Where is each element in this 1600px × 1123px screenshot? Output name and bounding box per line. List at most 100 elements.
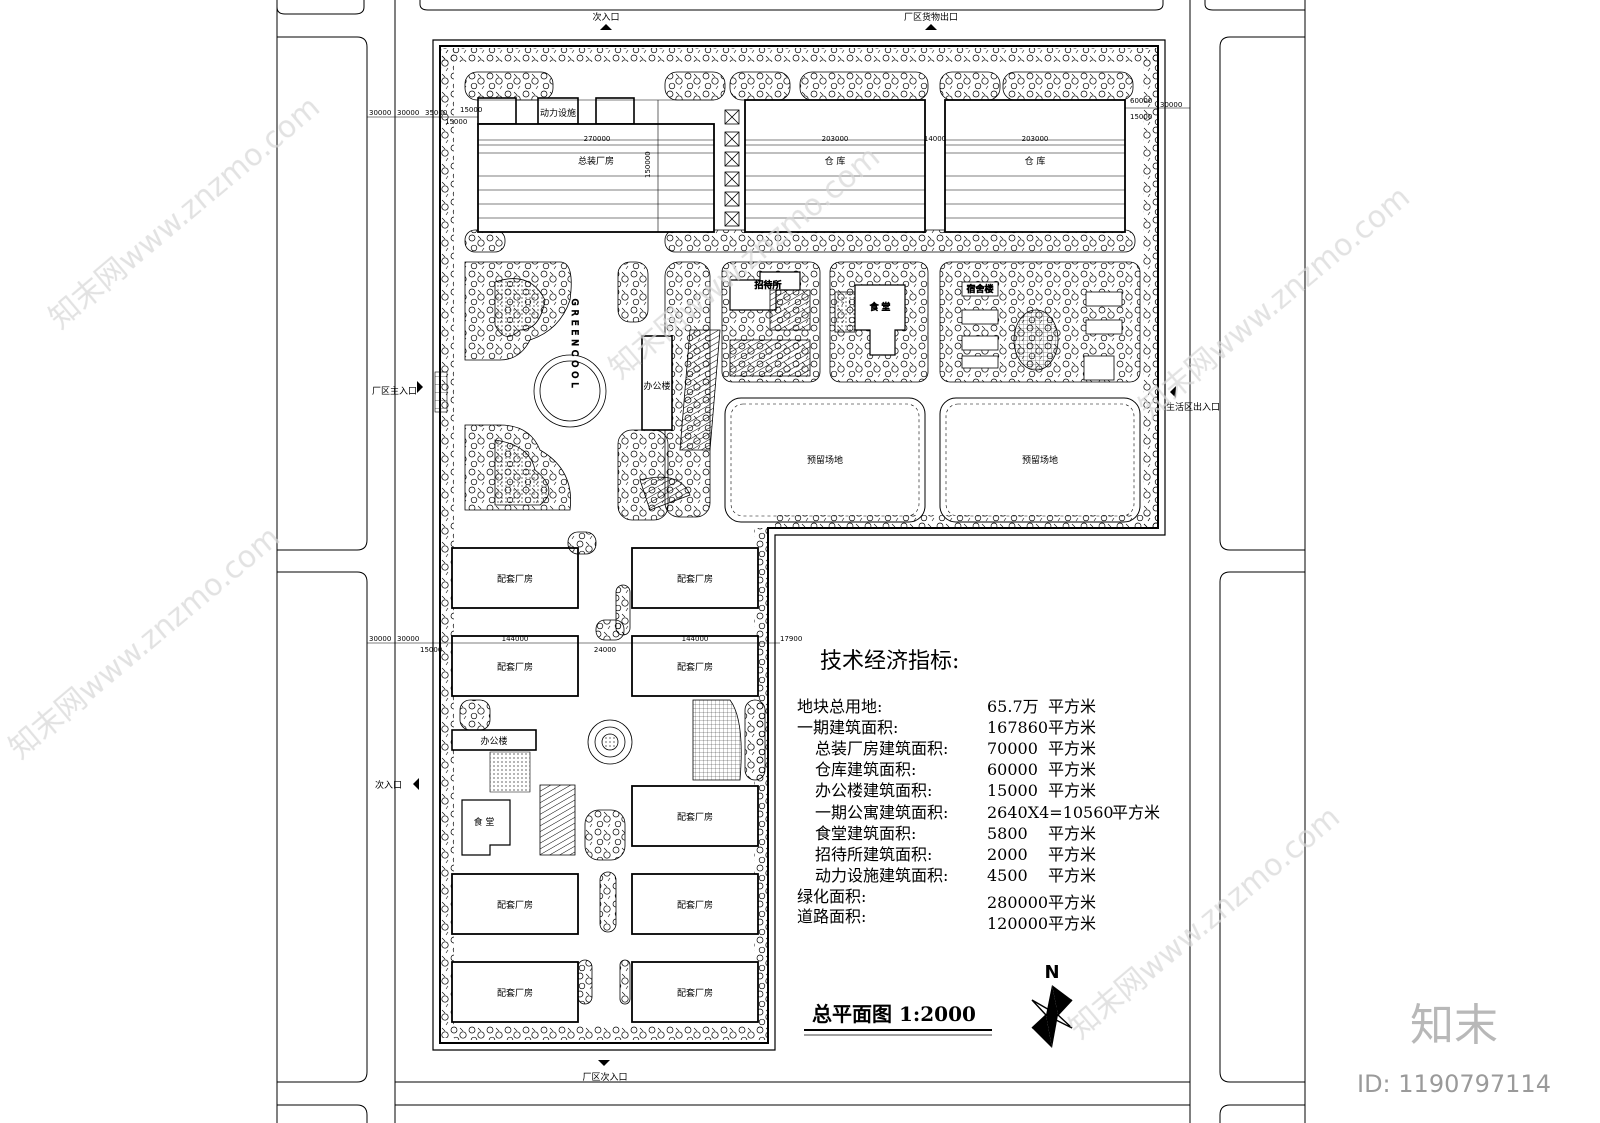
support-factory-label: 配套厂房 xyxy=(497,661,533,673)
plan-title-text: 总平面图 1:2000 xyxy=(812,1002,976,1026)
indicator-label: 一期建筑面积: xyxy=(797,718,898,737)
indicator-label: 绿化面积: xyxy=(797,887,866,906)
indicator-label: 地块总用地: xyxy=(797,697,882,716)
canteen-north-block: 食 堂 xyxy=(829,261,929,383)
dim-label: 15000 xyxy=(420,646,442,654)
assembly-hall: 总装厂房 xyxy=(477,99,715,233)
support-factory-label: 配套厂房 xyxy=(677,987,713,999)
support-factory-label: 配套厂房 xyxy=(677,661,713,673)
west-garden: GREENCOOL xyxy=(464,261,721,521)
dim-label: 15000 xyxy=(445,118,467,126)
top-goods-exit: 厂区货物出口 xyxy=(904,11,958,23)
indicator-label: 食堂建筑面积: xyxy=(815,824,916,843)
support-factory-label: 配套厂房 xyxy=(497,573,533,585)
indicator-label: 动力设施建筑面积: xyxy=(815,866,948,885)
indicator-value: 280000 xyxy=(987,893,1048,912)
support-factory-label: 配套厂房 xyxy=(677,811,713,823)
canteen-south: 食 堂 xyxy=(461,799,511,856)
support-factory: 配套厂房 xyxy=(631,547,759,609)
indicator-unit: 平方米 xyxy=(1048,893,1096,912)
support-factory-label: 配套厂房 xyxy=(497,987,533,999)
canteen-north-label: 食 堂 xyxy=(870,301,891,313)
support-factory: 配套厂房 xyxy=(631,961,759,1023)
dim-label: 30000 xyxy=(369,109,391,117)
main-entrance: 厂区主入口 xyxy=(372,385,417,397)
dimension-lines-south: 30000 30000 15000 144000 24000 144000 17… xyxy=(367,635,802,654)
dim-label: 35000 xyxy=(425,109,447,117)
indicator-row: 食堂建筑面积: 5800 平方米 xyxy=(815,824,1096,843)
support-factory-label: 配套厂房 xyxy=(677,573,713,585)
dim-label: 15000 xyxy=(460,106,482,114)
support-factory: 配套厂房 xyxy=(451,961,579,1023)
indicator-row: 仓库建筑面积: 60000 平方米 xyxy=(815,760,1096,779)
greencool-sign: GREENCOOL xyxy=(569,299,579,392)
support-factory-label: 配套厂房 xyxy=(677,899,713,911)
indicator-unit: 平方米 xyxy=(1048,697,1096,716)
indicator-row: 地块总用地: 65.7万 平方米 xyxy=(797,697,1096,716)
indicator-row: 招待所建筑面积: 2000 平方米 xyxy=(815,845,1096,864)
dim-label: 30000 xyxy=(369,635,391,643)
indicator-value: 60000 xyxy=(987,760,1038,779)
support-factory: 配套厂房 xyxy=(451,547,579,609)
top-secondary-entrance: 次入口 xyxy=(592,11,619,23)
canteen-south-label: 食 堂 xyxy=(474,816,495,828)
assembly-hall-label: 总装厂房 xyxy=(578,155,614,167)
indicator-label: 道路面积: xyxy=(797,907,866,926)
reserved-site-2: 预留场地 xyxy=(939,397,1141,523)
indicator-value: 4500 xyxy=(987,866,1028,885)
indicator-unit: 平方米 xyxy=(1048,845,1096,864)
indicator-unit: 平方米 xyxy=(1112,803,1160,822)
indicator-value: 2000 xyxy=(987,845,1028,864)
north-label: N xyxy=(1044,962,1059,983)
entrance-markers: 次入口 厂区货物出口 厂区主入口 次入口 生活区出入口 厂区次入口 xyxy=(372,11,1220,1083)
indicator-unit: 平方米 xyxy=(1048,824,1096,843)
dim-label: 144000 xyxy=(502,635,529,643)
indicator-value: 70000 xyxy=(987,739,1038,758)
indicator-label: 招待所建筑面积: xyxy=(815,845,932,864)
living-area-entrance: 生活区出入口 xyxy=(1166,401,1220,413)
dim-label: 30000 xyxy=(1160,101,1182,109)
dim-label: 144000 xyxy=(682,635,709,643)
dim-label: 203000 xyxy=(1022,135,1049,143)
road-network xyxy=(276,0,1306,1123)
indicators-heading: 技术经济指标: xyxy=(820,649,959,674)
dim-label: 30000 xyxy=(397,109,419,117)
dim-label: 24000 xyxy=(594,646,616,654)
indicator-value: 167860 xyxy=(987,718,1048,737)
dimension-labels-top: 30000 30000 35000 15000 15000 270000 203… xyxy=(369,97,1182,178)
bottom-secondary-entrance: 厂区次入口 xyxy=(582,1071,627,1083)
indicator-row: 总装厂房建筑面积: 70000 平方米 xyxy=(815,739,1096,758)
office-south-label: 办公楼 xyxy=(480,735,507,747)
dimension-lines-top xyxy=(367,107,1190,146)
support-factory: 配套厂房 xyxy=(451,873,579,935)
reserved-site-1: 预留场地 xyxy=(724,397,926,523)
power-facility: 动力设施 xyxy=(477,97,635,125)
left-secondary-entrance: 次入口 xyxy=(375,779,402,791)
support-factory: 配套厂房 xyxy=(631,785,759,847)
indicator-unit: 平方米 xyxy=(1048,781,1096,800)
dim-label: 17900 xyxy=(780,635,802,643)
north-arrow: N xyxy=(1031,962,1073,1048)
support-factory: 配套厂房 xyxy=(451,635,579,697)
indicator-row: 一期建筑面积: 167860 平方米 xyxy=(797,718,1096,737)
plan-title: 总平面图 1:2000 xyxy=(804,1002,992,1036)
indicator-label: 总装厂房建筑面积: xyxy=(815,739,948,758)
office-building-north: 办公楼 xyxy=(641,335,673,431)
support-factory: 配套厂房 xyxy=(631,873,759,935)
warehouse-2: 仓 库 xyxy=(944,99,1126,233)
dim-label: 15000 xyxy=(1130,113,1152,121)
indicator-unit: 平方米 xyxy=(1048,760,1096,779)
indicator-label: 办公楼建筑面积: xyxy=(815,781,932,800)
indicator-unit: 平方米 xyxy=(1048,914,1096,933)
indicator-value: 2640X4=10560 xyxy=(987,803,1114,822)
indicator-value: 15000 xyxy=(987,781,1038,800)
dormitory-block: 宿舍楼 xyxy=(939,261,1141,383)
reserved-site-2-label: 预留场地 xyxy=(1022,454,1058,466)
watermark-url: 知末网www.znzmo.com xyxy=(1133,180,1417,426)
watermark-logo: 知末 xyxy=(1410,1000,1498,1051)
warehouse-1: 仓 库 xyxy=(744,99,926,233)
support-factory-label: 配套厂房 xyxy=(497,899,533,911)
reserved-site-1-label: 预留场地 xyxy=(807,454,843,466)
indicator-unit: 平方米 xyxy=(1048,718,1096,737)
dim-label: 150000 xyxy=(644,151,652,178)
